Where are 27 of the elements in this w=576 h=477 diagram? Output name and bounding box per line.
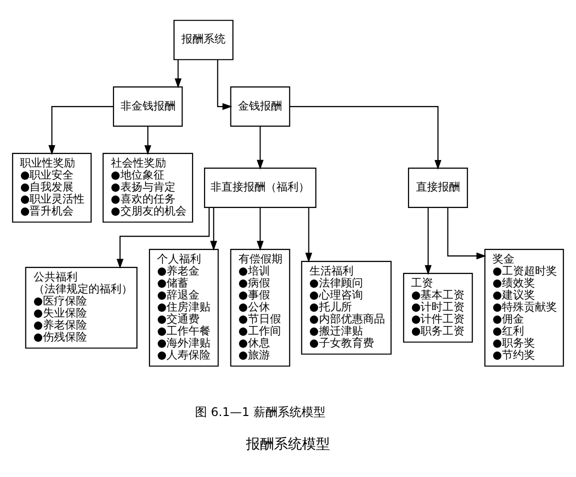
arrow (116, 208, 210, 269)
arrow (305, 208, 312, 263)
arrow (256, 126, 264, 170)
node-box: 生活福利 ●法律顾问 ●心理咨询 ●托儿所 ●内部优惠商品 ●搬迁津贴 ●子女教育费 (301, 260, 392, 355)
arrow (144, 126, 152, 156)
node-box: 奖金 ●工资超时奖 ●绩效奖 ●建议奖 ●特殊贡献奖 ●佣金 ●红利 ●职务奖 ●节约奖 (484, 248, 564, 367)
node-box: 公共福利 （法律规定的福利） ●医疗保险 ●失业保险 ●养老保险 ●伤残保险 (25, 266, 138, 349)
arrow (217, 60, 232, 110)
arrow (290, 106, 442, 170)
node-box: 个人福利 ●养老金 ●储蓄 ●辞退金 ●住房津贴 ●交通费 ●工作午餐 ●海外津贴 ●人寿保险 (148, 248, 219, 367)
arrow (424, 208, 432, 275)
arrow (210, 208, 218, 251)
node-box: 有偿假期 ●培训 ●病假 ●事假 ●公休 ●节日假 ●工作间 ●休息 ●旅游 (230, 248, 290, 367)
node-box: 报酬系统 (173, 20, 234, 60)
node-box: 非金钱报酬 (112, 86, 183, 127)
node-box: 金钱报酬 (230, 86, 290, 127)
arrow (256, 208, 264, 251)
node-box: 职业性奖励 ●职业安全 ●自我发展 ●职业灵活性 ●晋升机会 (12, 152, 92, 223)
arrow (174, 60, 182, 88)
node-box: 社会性奖励 ●地位象征 ●表扬与肯定 ●喜欢的任务 ●交朋友的机会 (102, 152, 194, 223)
label: 图 6.1—1 薪酬系统模型 (195, 405, 326, 420)
node-box: 非直接报酬（福利） (204, 168, 316, 208)
arrow (48, 106, 114, 155)
arrow (447, 208, 486, 260)
node-box: 工资 ●基本工资 ●计时工资 ●计件工资 ●职务工资 (403, 272, 473, 343)
node-box: 直接报酬 (408, 168, 468, 208)
diagram-title: 报酬系统模型 (246, 436, 330, 452)
